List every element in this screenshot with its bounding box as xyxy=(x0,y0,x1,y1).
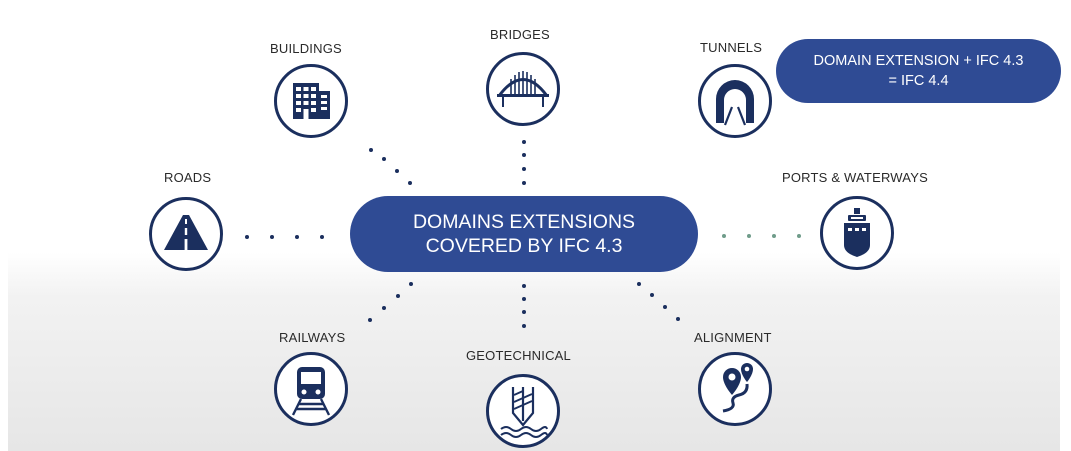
connector-dot xyxy=(722,234,726,238)
geotechnical-label: GEOTECHNICAL xyxy=(466,348,571,363)
right-margin xyxy=(1060,0,1071,451)
connector-dot xyxy=(522,324,526,328)
alignment-label: ALIGNMENT xyxy=(694,330,772,345)
connector-dot xyxy=(522,167,526,171)
connector-dot xyxy=(637,282,641,286)
connector-dot xyxy=(522,310,526,314)
connector-dot xyxy=(650,293,654,297)
road-icon xyxy=(149,197,223,271)
connector-dot xyxy=(663,305,667,309)
buildings-icon xyxy=(274,64,348,138)
left-margin xyxy=(0,0,8,451)
center-line-1: DOMAINS EXTENSIONS xyxy=(412,211,636,233)
connector-dot xyxy=(747,234,751,238)
connector-dot xyxy=(369,148,373,152)
connector-dot xyxy=(522,297,526,301)
domain-extension-pill: DOMAIN EXTENSION + IFC 4.3 = IFC 4.4 xyxy=(776,39,1061,103)
connector-dot xyxy=(245,235,249,239)
roads-label: ROADS xyxy=(164,170,212,185)
ship-icon xyxy=(820,196,894,270)
tunnel-icon xyxy=(698,64,772,138)
connector-dot xyxy=(522,284,526,288)
ports-label: PORTS & WATERWAYS xyxy=(782,170,928,185)
connector-dot xyxy=(797,234,801,238)
connector-dot xyxy=(382,306,386,310)
extension-line-2: = IFC 4.4 xyxy=(888,73,949,89)
connector-dot xyxy=(676,317,680,321)
connector-dot xyxy=(522,181,526,185)
train-icon xyxy=(274,352,348,426)
bridge-icon xyxy=(486,52,560,126)
tunnels-label: TUNNELS xyxy=(700,40,763,55)
connector-dot xyxy=(408,181,412,185)
connector-dot xyxy=(320,235,324,239)
connector-dot xyxy=(772,234,776,238)
center-domains-pill: DOMAINS EXTENSIONS COVERED BY IFC 4.3 xyxy=(350,196,698,272)
connector-dot xyxy=(295,235,299,239)
buildings-label: BUILDINGS xyxy=(270,41,342,56)
connector-dot xyxy=(396,294,400,298)
connector-dot xyxy=(270,235,274,239)
center-line-2: COVERED BY IFC 4.3 xyxy=(425,235,623,257)
drill-icon xyxy=(486,374,560,448)
bridges-label: BRIDGES xyxy=(490,27,550,42)
connector-dot xyxy=(368,318,372,322)
connector-dot xyxy=(395,169,399,173)
connector-dot xyxy=(522,153,526,157)
railways-label: RAILWAYS xyxy=(279,330,346,345)
extension-line-1: DOMAIN EXTENSION + IFC 4.3 xyxy=(813,53,1024,69)
connector-dot xyxy=(522,140,526,144)
map-route-icon xyxy=(698,352,772,426)
connector-dot xyxy=(409,282,413,286)
connector-dot xyxy=(382,157,386,161)
